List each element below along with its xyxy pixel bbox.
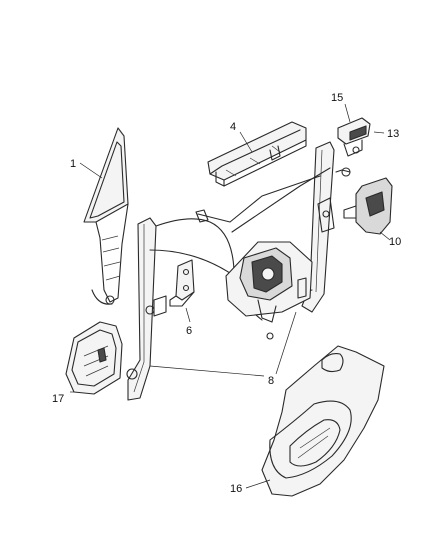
leader-1 bbox=[79, 162, 103, 179]
callout-10: 10 bbox=[389, 236, 401, 248]
leader-6 bbox=[185, 307, 191, 323]
callout-8: 8 bbox=[268, 375, 274, 387]
part-4-trim-channel bbox=[207, 121, 307, 187]
leader-15 bbox=[344, 103, 351, 123]
window-regulator-assembly bbox=[126, 141, 335, 401]
part-6-bracket bbox=[169, 259, 195, 307]
part-10-door-latch bbox=[335, 167, 393, 235]
callout-1: 1 bbox=[70, 158, 76, 170]
leader-8b bbox=[275, 311, 297, 375]
part-17-switch-bezel bbox=[65, 321, 123, 395]
part-15-handle-switch bbox=[337, 117, 371, 157]
callout-17: 17 bbox=[52, 393, 64, 405]
callout-4: 4 bbox=[230, 121, 236, 133]
leader-16 bbox=[245, 479, 271, 489]
callout-15: 15 bbox=[331, 92, 343, 104]
part-16-water-shield bbox=[261, 345, 385, 497]
callout-16: 16 bbox=[230, 483, 242, 495]
callout-6: 6 bbox=[186, 325, 192, 337]
part-1-glass-triangle bbox=[83, 127, 129, 305]
callout-13: 13 bbox=[387, 128, 399, 140]
leader-4 bbox=[239, 131, 253, 153]
leader-10 bbox=[379, 231, 391, 241]
leader-13 bbox=[373, 131, 385, 134]
leader-8a bbox=[149, 365, 265, 377]
